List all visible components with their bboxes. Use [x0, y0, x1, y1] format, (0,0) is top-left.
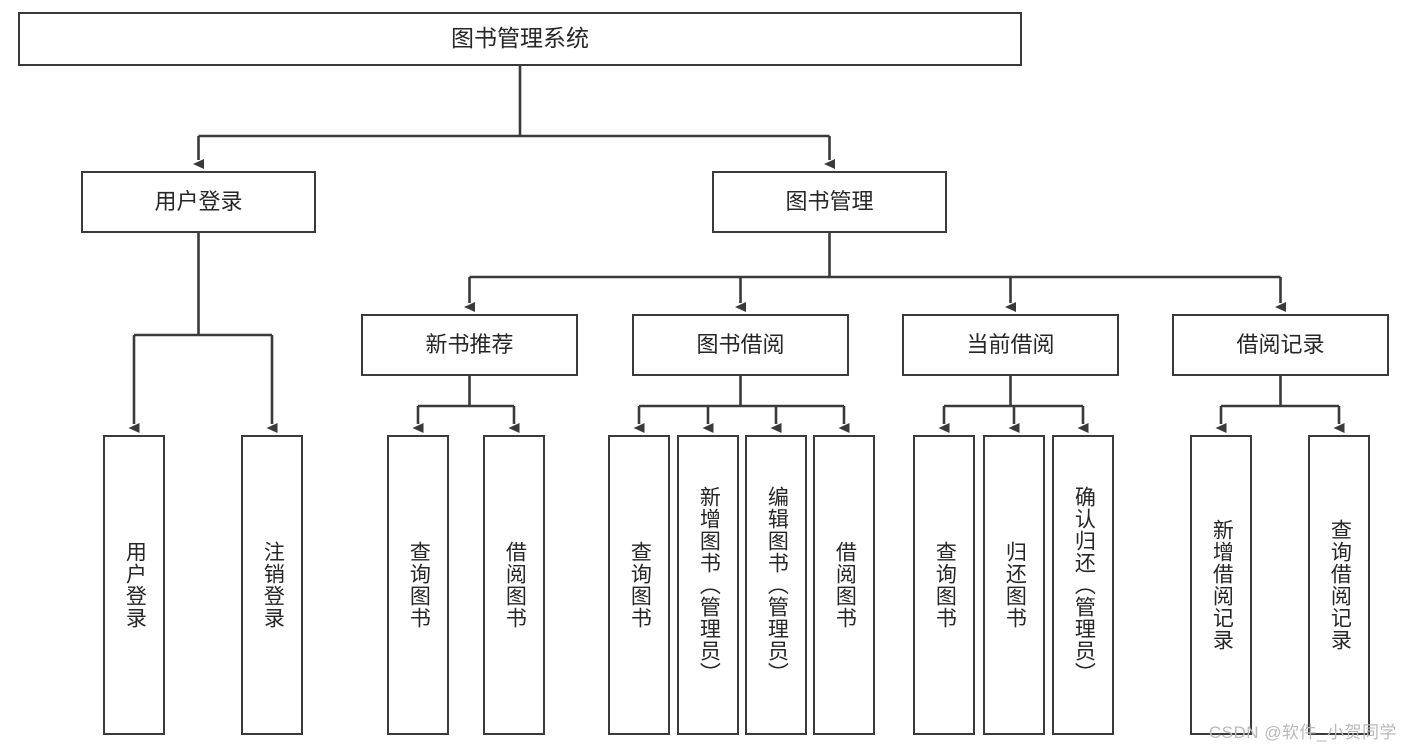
node-label: 用户登录 — [154, 189, 243, 215]
node-label: 借阅记录 — [1236, 332, 1325, 358]
node-book-borrow[interactable]: 图书借阅 — [632, 314, 849, 376]
node-new-book-rec[interactable]: 新书推荐 — [361, 314, 578, 376]
node-leaf-edit-book[interactable]: 编辑图书（管理员） — [745, 435, 807, 735]
node-label: 图书管理系统 — [451, 25, 589, 52]
node-leaf-borrow-book-rec[interactable]: 借阅图书 — [483, 435, 545, 735]
node-borrow-record[interactable]: 借阅记录 — [1172, 314, 1389, 376]
node-label: 新书推荐 — [425, 332, 514, 358]
node-label: 查询图书 — [407, 541, 431, 629]
node-label: 图书借阅 — [696, 332, 785, 358]
node-user-login[interactable]: 用户登录 — [81, 171, 316, 233]
node-root[interactable]: 图书管理系统 — [18, 12, 1022, 66]
node-label: 查询图书 — [933, 541, 957, 629]
node-label: 借阅图书 — [503, 541, 527, 629]
node-leaf-return-book[interactable]: 归还图书 — [983, 435, 1045, 735]
node-leaf-query-book-rec[interactable]: 查询图书 — [387, 435, 449, 735]
node-leaf-borrow-book-bor[interactable]: 借阅图书 — [813, 435, 875, 735]
node-label: 图书管理 — [785, 189, 874, 215]
csdn-watermark: CSDN @软件_小贺同学 — [1208, 723, 1397, 742]
node-label: 用户登录 — [123, 541, 147, 629]
node-label: 新增图书（管理员） — [697, 486, 721, 684]
node-label: 编辑图书（管理员） — [765, 486, 789, 684]
node-leaf-add-record[interactable]: 新增借阅记录 — [1190, 435, 1252, 735]
node-current-borrow[interactable]: 当前借阅 — [902, 314, 1119, 376]
node-leaf-query-book-bor[interactable]: 查询图书 — [608, 435, 670, 735]
node-leaf-add-book[interactable]: 新增图书（管理员） — [677, 435, 739, 735]
node-label: 归还图书 — [1003, 541, 1027, 629]
node-leaf-logout[interactable]: 注销登录 — [241, 435, 303, 735]
node-leaf-query-book-cur[interactable]: 查询图书 — [913, 435, 975, 735]
node-label: 新增借阅记录 — [1210, 519, 1234, 651]
node-label: 查询借阅记录 — [1328, 519, 1352, 651]
node-leaf-query-record[interactable]: 查询借阅记录 — [1308, 435, 1370, 735]
node-label: 借阅图书 — [833, 541, 857, 629]
node-label: 查询图书 — [628, 541, 652, 629]
node-label: 注销登录 — [261, 541, 285, 629]
node-leaf-user-login[interactable]: 用户登录 — [103, 435, 165, 735]
node-label: 当前借阅 — [966, 332, 1055, 358]
node-leaf-confirm-return[interactable]: 确认归还（管理员） — [1052, 435, 1114, 735]
node-book-manage[interactable]: 图书管理 — [712, 171, 947, 233]
node-label: 确认归还（管理员） — [1072, 486, 1096, 684]
